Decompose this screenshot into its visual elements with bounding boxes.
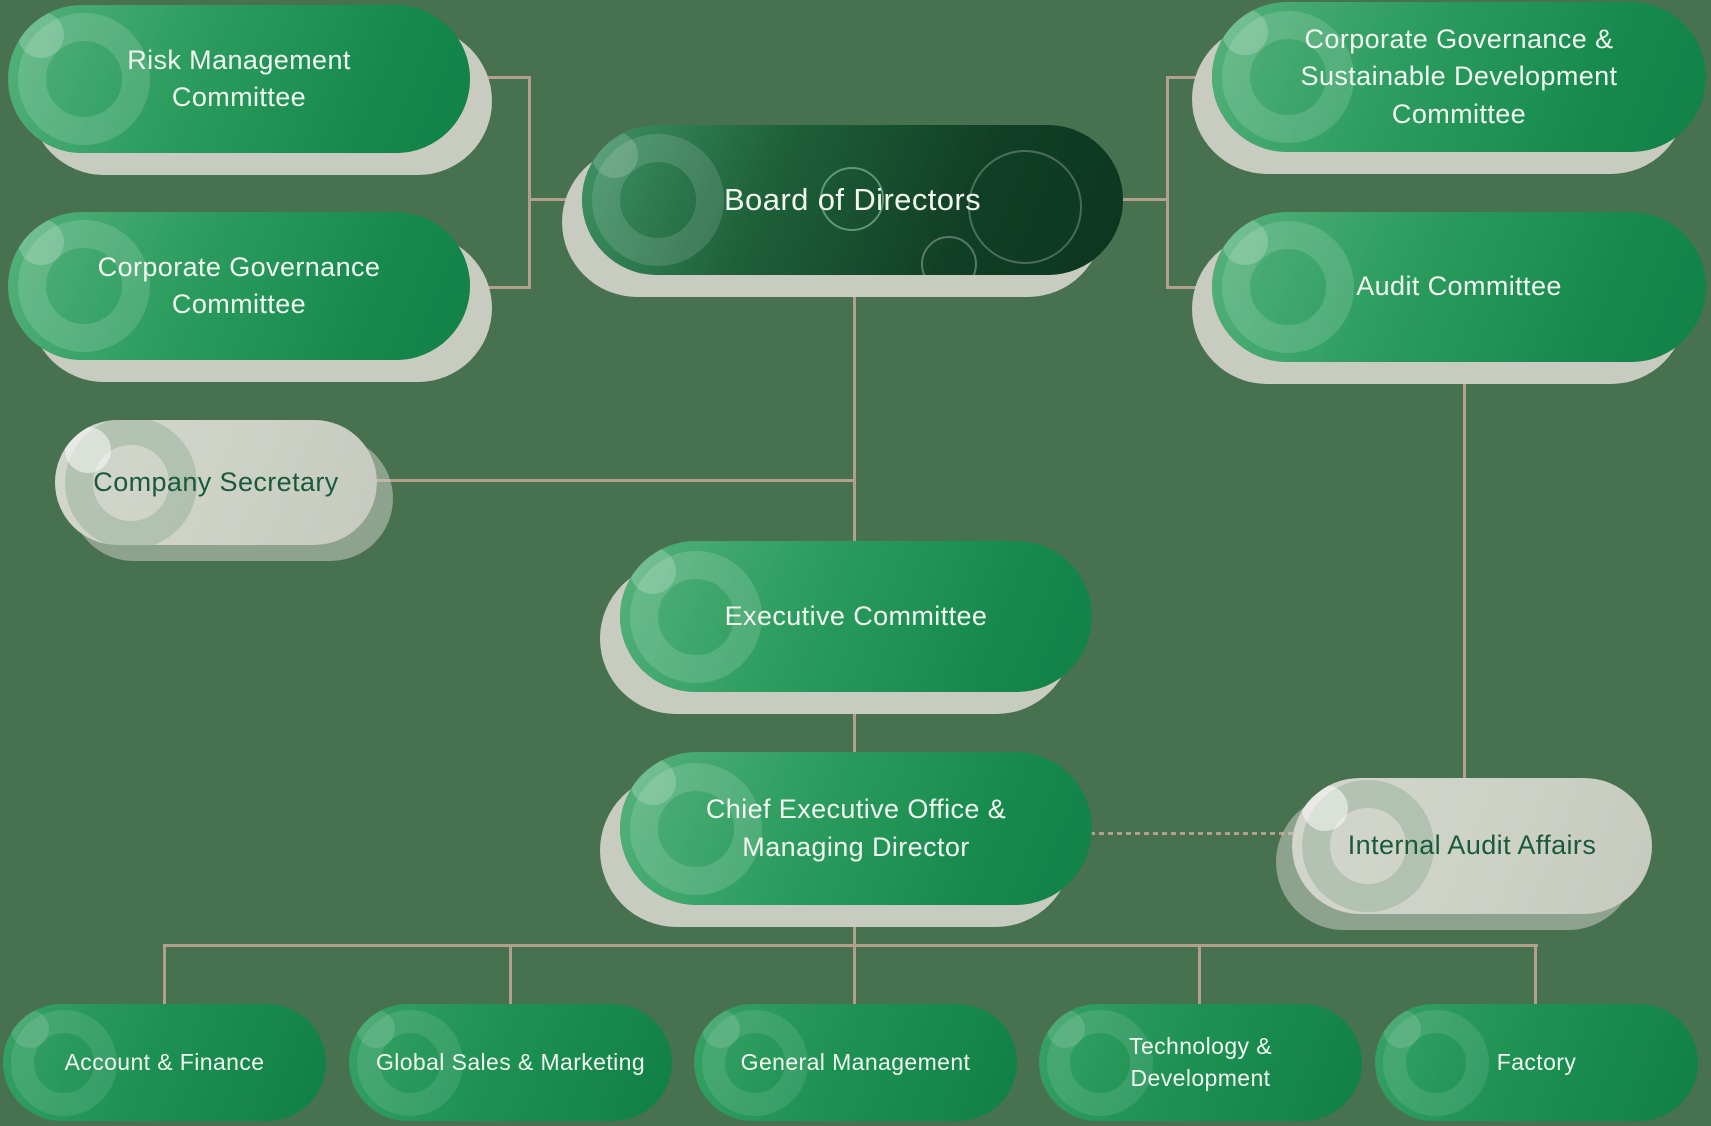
node-account-finance: Account & Finance <box>3 1004 326 1121</box>
node-label: General Management <box>740 1048 971 1075</box>
node-corporate-governance-sustainable-development-committee: Corporate Governance & Sustainable Devel… <box>1212 2 1706 152</box>
node-executive-committee: Executive Committee <box>620 541 1092 692</box>
connector-drop-factory <box>1534 944 1537 1006</box>
node-label: Company Secretary <box>93 466 339 497</box>
node-technology-development: Technology & Development <box>1039 1004 1362 1121</box>
node-general-management: General Management <box>694 1004 1017 1121</box>
node-internal-audit-affairs: Internal Audit Affairs <box>1292 778 1652 914</box>
connector-bottom-bus <box>163 944 1538 947</box>
node-label: Account & Finance <box>64 1048 265 1075</box>
ring-highlight <box>630 548 676 594</box>
node-corporate-governance-committee: Corporate Governance Committee <box>8 212 470 360</box>
ring-highlight <box>1302 785 1348 831</box>
node-label: Global Sales & Marketing <box>375 1048 646 1075</box>
ring-highlight <box>592 132 638 178</box>
connector-bracket-to-board-left <box>528 198 585 201</box>
node-company-secretary: Company Secretary <box>55 420 377 545</box>
node-label: Risk Management Committee <box>127 44 351 112</box>
connector-secretary <box>375 479 856 482</box>
node-label: Audit Committee <box>1356 271 1562 302</box>
connector-ceo-to-bus <box>853 898 856 1006</box>
connector-corpgov-stub <box>468 286 530 289</box>
node-label: Corporate Governance & Sustainable Devel… <box>1300 24 1618 129</box>
ring-highlight <box>1222 219 1268 265</box>
node-label: Executive Committee <box>724 600 988 631</box>
node-label: Board of Directors <box>723 181 982 217</box>
connector-risk-stub <box>468 76 530 79</box>
node-factory: Factory <box>1375 1004 1698 1121</box>
connector-board-to-bracket-right <box>1121 198 1169 201</box>
node-label: Factory <box>1496 1048 1577 1075</box>
ring-highlight <box>1383 1010 1421 1048</box>
node-risk-management-committee: Risk Management Committee <box>8 5 470 153</box>
connector-audit-stub <box>1166 286 1215 289</box>
node-label: Chief Executive Office & Managing Direct… <box>705 794 1007 862</box>
connector-drop-tech-dev <box>1198 944 1201 1006</box>
node-label: Internal Audit Affairs <box>1347 830 1597 861</box>
connector-exec-to-ceo <box>853 685 856 760</box>
connector-audit-to-internal-audit <box>1463 350 1466 780</box>
connector-drop-account-finance <box>163 944 166 1006</box>
ring-highlight <box>11 1010 49 1048</box>
node-label: Corporate Governance Committee <box>97 251 381 319</box>
decor-circle <box>921 236 977 275</box>
connector-board-to-exec <box>853 255 856 555</box>
ring-highlight <box>357 1010 395 1048</box>
ring-highlight <box>702 1010 740 1048</box>
node-global-sales-marketing: Global Sales & Marketing <box>349 1004 672 1121</box>
node-chief-executive-office-managing-director: Chief Executive Office & Managing Direct… <box>620 752 1092 905</box>
connector-ceo-to-internal-audit-dotted <box>1090 832 1294 835</box>
connector-cgsd-stub <box>1166 76 1215 79</box>
node-audit-committee: Audit Committee <box>1212 212 1706 362</box>
connector-right-bracket <box>1166 76 1169 289</box>
node-label: Technology & Development <box>1129 1032 1272 1091</box>
connector-drop-global-sales <box>509 944 512 1006</box>
connector-left-bracket <box>528 76 531 289</box>
node-board-of-directors: Board of Directors <box>582 125 1123 275</box>
